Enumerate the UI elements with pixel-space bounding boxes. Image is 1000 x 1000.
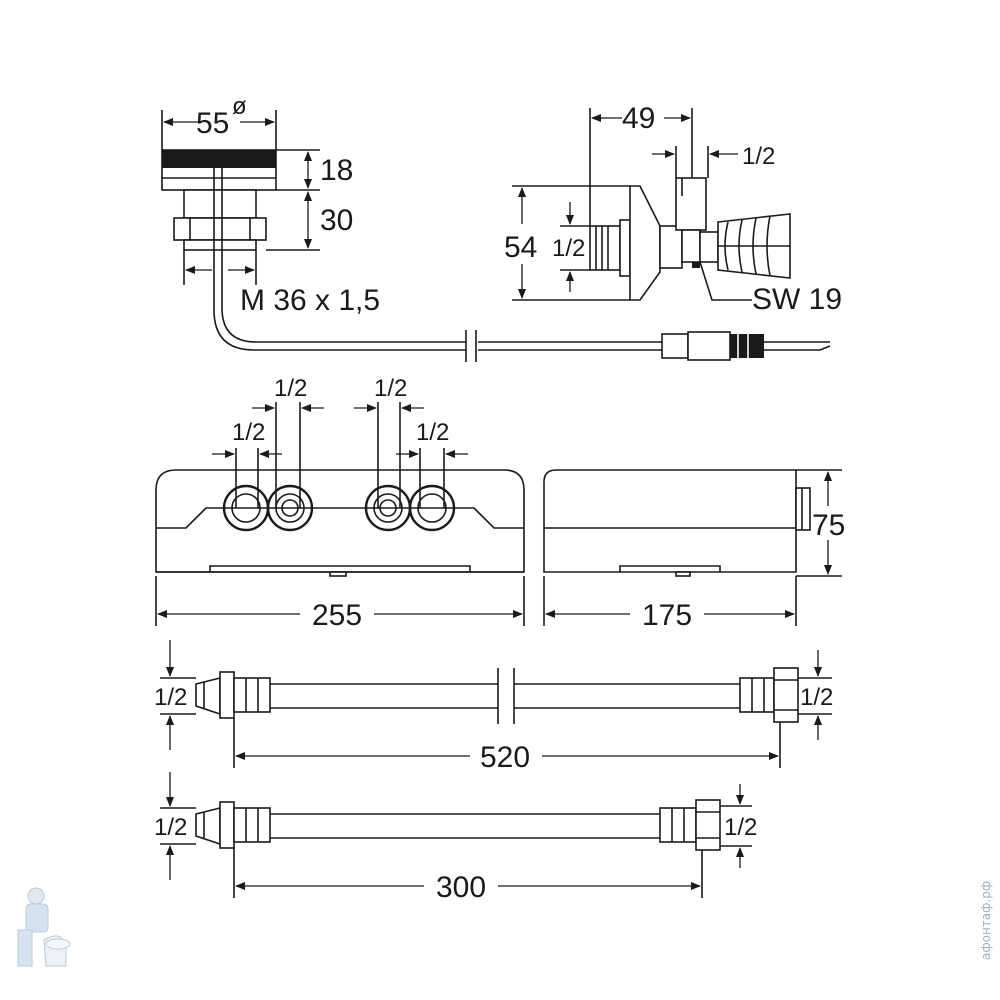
- hose-long: [195, 667, 799, 724]
- valve-dimensions: 49 1/2 54 1/2 SW 19: [504, 102, 842, 316]
- valve-width-label: 49: [622, 102, 655, 135]
- hose-short-right-thread-label: 1/2: [724, 814, 757, 841]
- front-right-upper-pair-label: 1/2: [374, 375, 407, 402]
- front-width-label: 255: [312, 599, 362, 632]
- control-box-side-dimensions: 75 175: [543, 469, 845, 632]
- angle-valve: [589, 177, 791, 301]
- valve-height-label: 54: [504, 231, 537, 264]
- control-box-front: [155, 469, 525, 577]
- sensor-assembly: [161, 149, 831, 362]
- thread-label: M 36 x 1,5: [240, 284, 380, 317]
- sensor-dimensions: 55 ø 18 30 M 36 x 1,5: [161, 93, 380, 317]
- hose-long-right-thread-label: 1/2: [800, 684, 833, 711]
- valve-inlet-label: 1/2: [552, 235, 585, 262]
- wrench-size-label: SW 19: [752, 283, 842, 316]
- hose-long-dimensions: 1/2 1/2 520: [154, 640, 833, 774]
- control-box-side: [543, 469, 811, 577]
- watermark-text: афонтаф.рф: [979, 881, 993, 960]
- sensor-diameter-label: 55: [196, 107, 229, 140]
- control-box-front-dimensions: 1/2 1/2 1/2 1/2 255: [155, 375, 525, 632]
- valve-outlet-label: 1/2: [742, 143, 775, 170]
- hose-short-left-thread-label: 1/2: [154, 814, 187, 841]
- front-left-lower-pair-label: 1/2: [232, 419, 265, 446]
- hose-short-length-label: 300: [436, 871, 486, 904]
- hose-long-left-thread-label: 1/2: [154, 684, 187, 711]
- diameter-symbol: ø: [232, 93, 247, 120]
- hose-long-length-label: 520: [480, 741, 530, 774]
- hose-short-dimensions: 1/2 1/2 300: [154, 772, 757, 904]
- front-left-upper-pair-label: 1/2: [274, 375, 307, 402]
- body-height-label: 30: [320, 204, 353, 237]
- plumber-mascot-icon: [17, 887, 71, 967]
- side-width-label: 175: [642, 599, 692, 632]
- front-right-lower-pair-label: 1/2: [416, 419, 449, 446]
- box-height-label: 75: [812, 509, 845, 542]
- cap-height-label: 18: [320, 154, 353, 187]
- hose-short: [195, 799, 721, 851]
